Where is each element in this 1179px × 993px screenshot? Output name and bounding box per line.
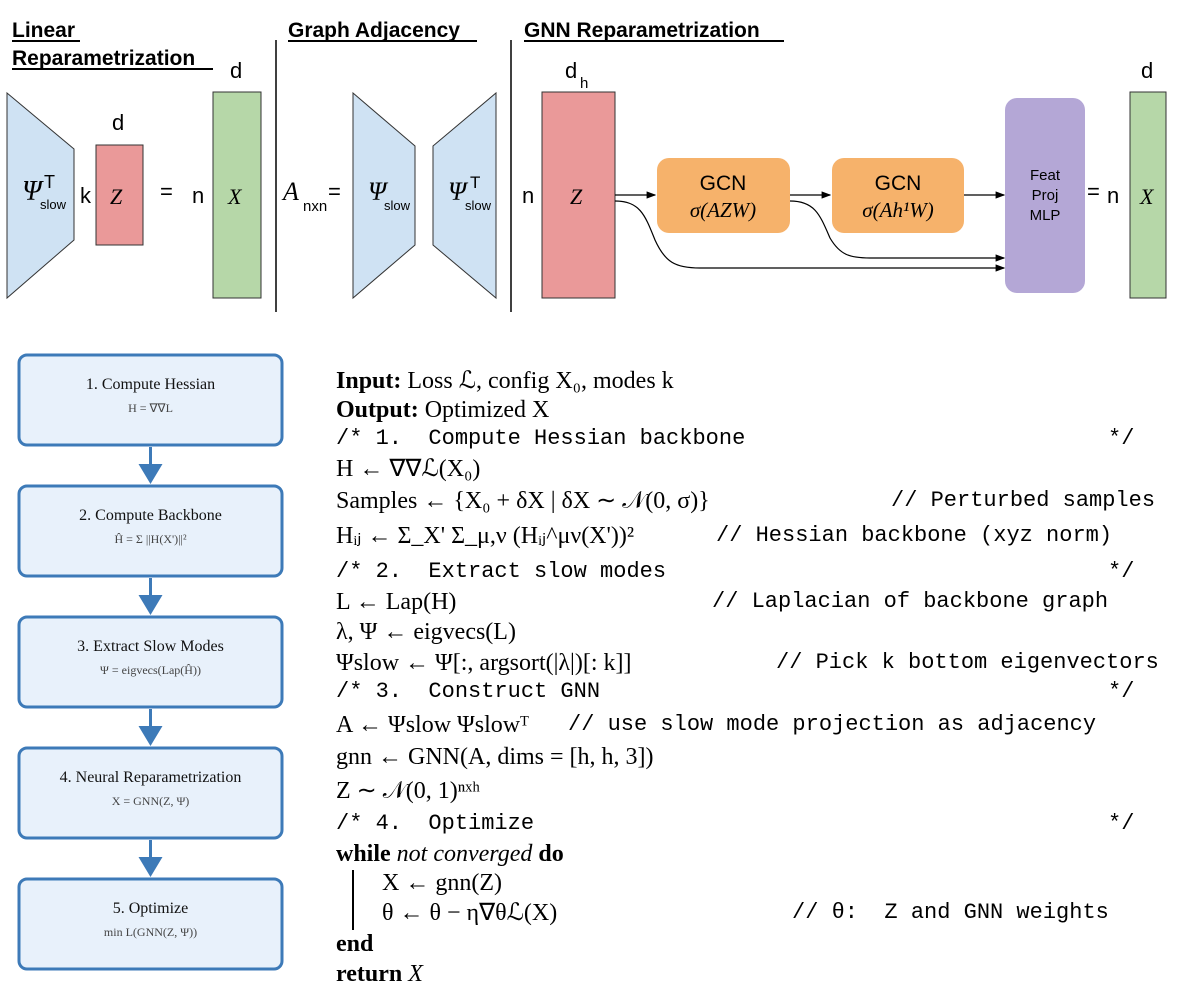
a-symbol: A — [281, 177, 299, 206]
end-line: end — [336, 929, 373, 959]
n-label: n — [192, 183, 204, 208]
psi-left-symbol: Ψ — [368, 177, 389, 206]
return-value: X — [408, 961, 423, 987]
flowchart-step-title: 2. Compute Backbone — [79, 507, 222, 524]
reparametrization-diagram: Linear Reparametrization Graph Adjacency… — [6, 19, 1167, 312]
psi-slow-transpose-block — [432, 91, 497, 300]
flowchart-step-title: 3. Extract Slow Modes — [77, 638, 224, 655]
flowchart-arrow-head-icon — [138, 464, 163, 484]
psi-sup: T — [44, 172, 55, 192]
adjacency-equals: = — [328, 179, 341, 204]
flowchart-step-box — [17, 877, 284, 971]
x-output-block — [212, 91, 262, 299]
k-label: k — [80, 183, 92, 208]
z-dim-sub: h — [580, 75, 588, 92]
linear-title-line2: Reparametrization — [12, 47, 195, 70]
flowchart-step-formula: X = GNN(Z, Ψ) — [112, 794, 190, 808]
flowchart-step-formula: H = ∇∇L — [128, 401, 173, 415]
skip-connection-arrows — [614, 191, 1006, 272]
mlp-line2: Proj — [1032, 187, 1059, 204]
algo-input-line: Input: Loss ℒ, config X₀, modes k — [336, 366, 674, 396]
return-keyword: return — [336, 961, 403, 987]
flowchart-step: 3. Extract Slow Modes Ψ = eigvecs(Lap(Ĥ)) — [17, 615, 284, 709]
z-latent-block — [541, 91, 616, 299]
flowchart-step-box — [17, 484, 284, 578]
linear-title-line1: Linear — [12, 19, 75, 42]
flowchart-step-title: 4. Neural Reparametrization — [60, 769, 242, 786]
title-underlines — [12, 40, 784, 70]
x-symbol: X — [227, 184, 243, 209]
psi-right-sup: T — [470, 173, 480, 192]
return-line: return X — [336, 959, 423, 989]
algo-output-line: Output: Optimized X — [336, 395, 549, 425]
flowchart-step-title: 5. Optimize — [113, 900, 189, 917]
z-latent-block — [95, 144, 144, 246]
flowchart-step-box — [17, 615, 284, 709]
mlp-line1: Feat — [1030, 167, 1061, 184]
psi-sub: slow — [40, 197, 67, 212]
gcn2-formula: σ(Ah¹W) — [862, 198, 933, 222]
flowchart-step-formula: Ψ = eigvecs(Lap(Ĥ)) — [100, 663, 201, 677]
x-output-block — [1129, 91, 1167, 299]
flowchart-arrow-head-icon — [138, 726, 163, 746]
flowchart-step: 4. Neural Reparametrization X = GNN(Z, Ψ) — [17, 746, 284, 840]
z-dim-label: d — [112, 110, 124, 135]
psi-left-sub: slow — [384, 198, 411, 213]
gnn-equals: = — [1087, 179, 1100, 204]
input-label: Input: — [336, 368, 402, 394]
z-symbol: Z — [110, 184, 123, 209]
psi-symbol: Ψ — [22, 176, 44, 207]
end-keyword: end — [336, 931, 374, 957]
flowchart-arrow-head-icon — [138, 857, 163, 877]
flowchart-step-box — [17, 746, 284, 840]
a-sub: nxn — [303, 198, 327, 215]
z-symbol: Z — [570, 184, 583, 209]
flowchart-step: 2. Compute Backbone Ĥ = Σ ||H(X')||² — [17, 484, 284, 578]
x-dim-label: d — [230, 58, 242, 83]
flowchart-step-box — [17, 353, 284, 447]
while-keyword: while — [336, 841, 391, 867]
flowchart-arrow-head-icon — [138, 595, 163, 615]
loop-body-bar — [352, 870, 354, 930]
flowchart-step-title: 1. Compute Hessian — [86, 376, 215, 393]
x-symbol: X — [1139, 184, 1155, 209]
flowchart-step-formula: Ĥ = Σ ||H(X')||² — [114, 532, 187, 546]
psi-right-symbol: Ψ — [448, 177, 469, 206]
x-dim-label: d — [1141, 58, 1153, 83]
z-dim-label: d — [565, 58, 577, 83]
gcn1-formula: σ(AZW) — [690, 198, 756, 222]
gnn-title: GNN Reparametrization — [524, 19, 760, 42]
feature-projection-mlp — [1005, 98, 1085, 293]
input-text: Loss ℒ, config X₀, modes k — [407, 368, 674, 394]
output-text: Optimized X — [424, 397, 550, 423]
psi-right-sub: slow — [465, 198, 492, 213]
gcn2-title: GCN — [875, 172, 922, 195]
gcn-layer-2 — [832, 158, 964, 233]
psi-slow-block — [352, 91, 416, 300]
psi-slow-transpose-block — [6, 91, 75, 300]
while-line: while not converged do — [336, 839, 564, 869]
mlp-line3: MLP — [1030, 207, 1061, 224]
gcn1-title: GCN — [700, 172, 747, 195]
gcn-layer-1 — [657, 158, 790, 233]
flowchart-step-formula: min L(GNN(Z, Ψ)) — [104, 925, 197, 939]
adjacency-title: Graph Adjacency — [288, 19, 460, 42]
out-n-label: n — [1107, 183, 1119, 208]
section-comment: /* 1. Compute Hessian backbone */ — [336, 426, 1135, 451]
do-keyword: do — [538, 841, 564, 867]
output-label: Output: — [336, 397, 419, 423]
flowchart-step: 1. Compute Hessian H = ∇∇L — [17, 353, 284, 447]
pipeline-flowchart: 1. Compute Hessian H = ∇∇L 2. Compute Back… — [17, 353, 284, 971]
flowchart-step: 5. Optimize min L(GNN(Z, Ψ)) — [17, 877, 284, 971]
while-condition: not converged — [396, 841, 533, 867]
equals-sign: = — [160, 179, 173, 204]
gnn-n-label: n — [522, 183, 534, 208]
